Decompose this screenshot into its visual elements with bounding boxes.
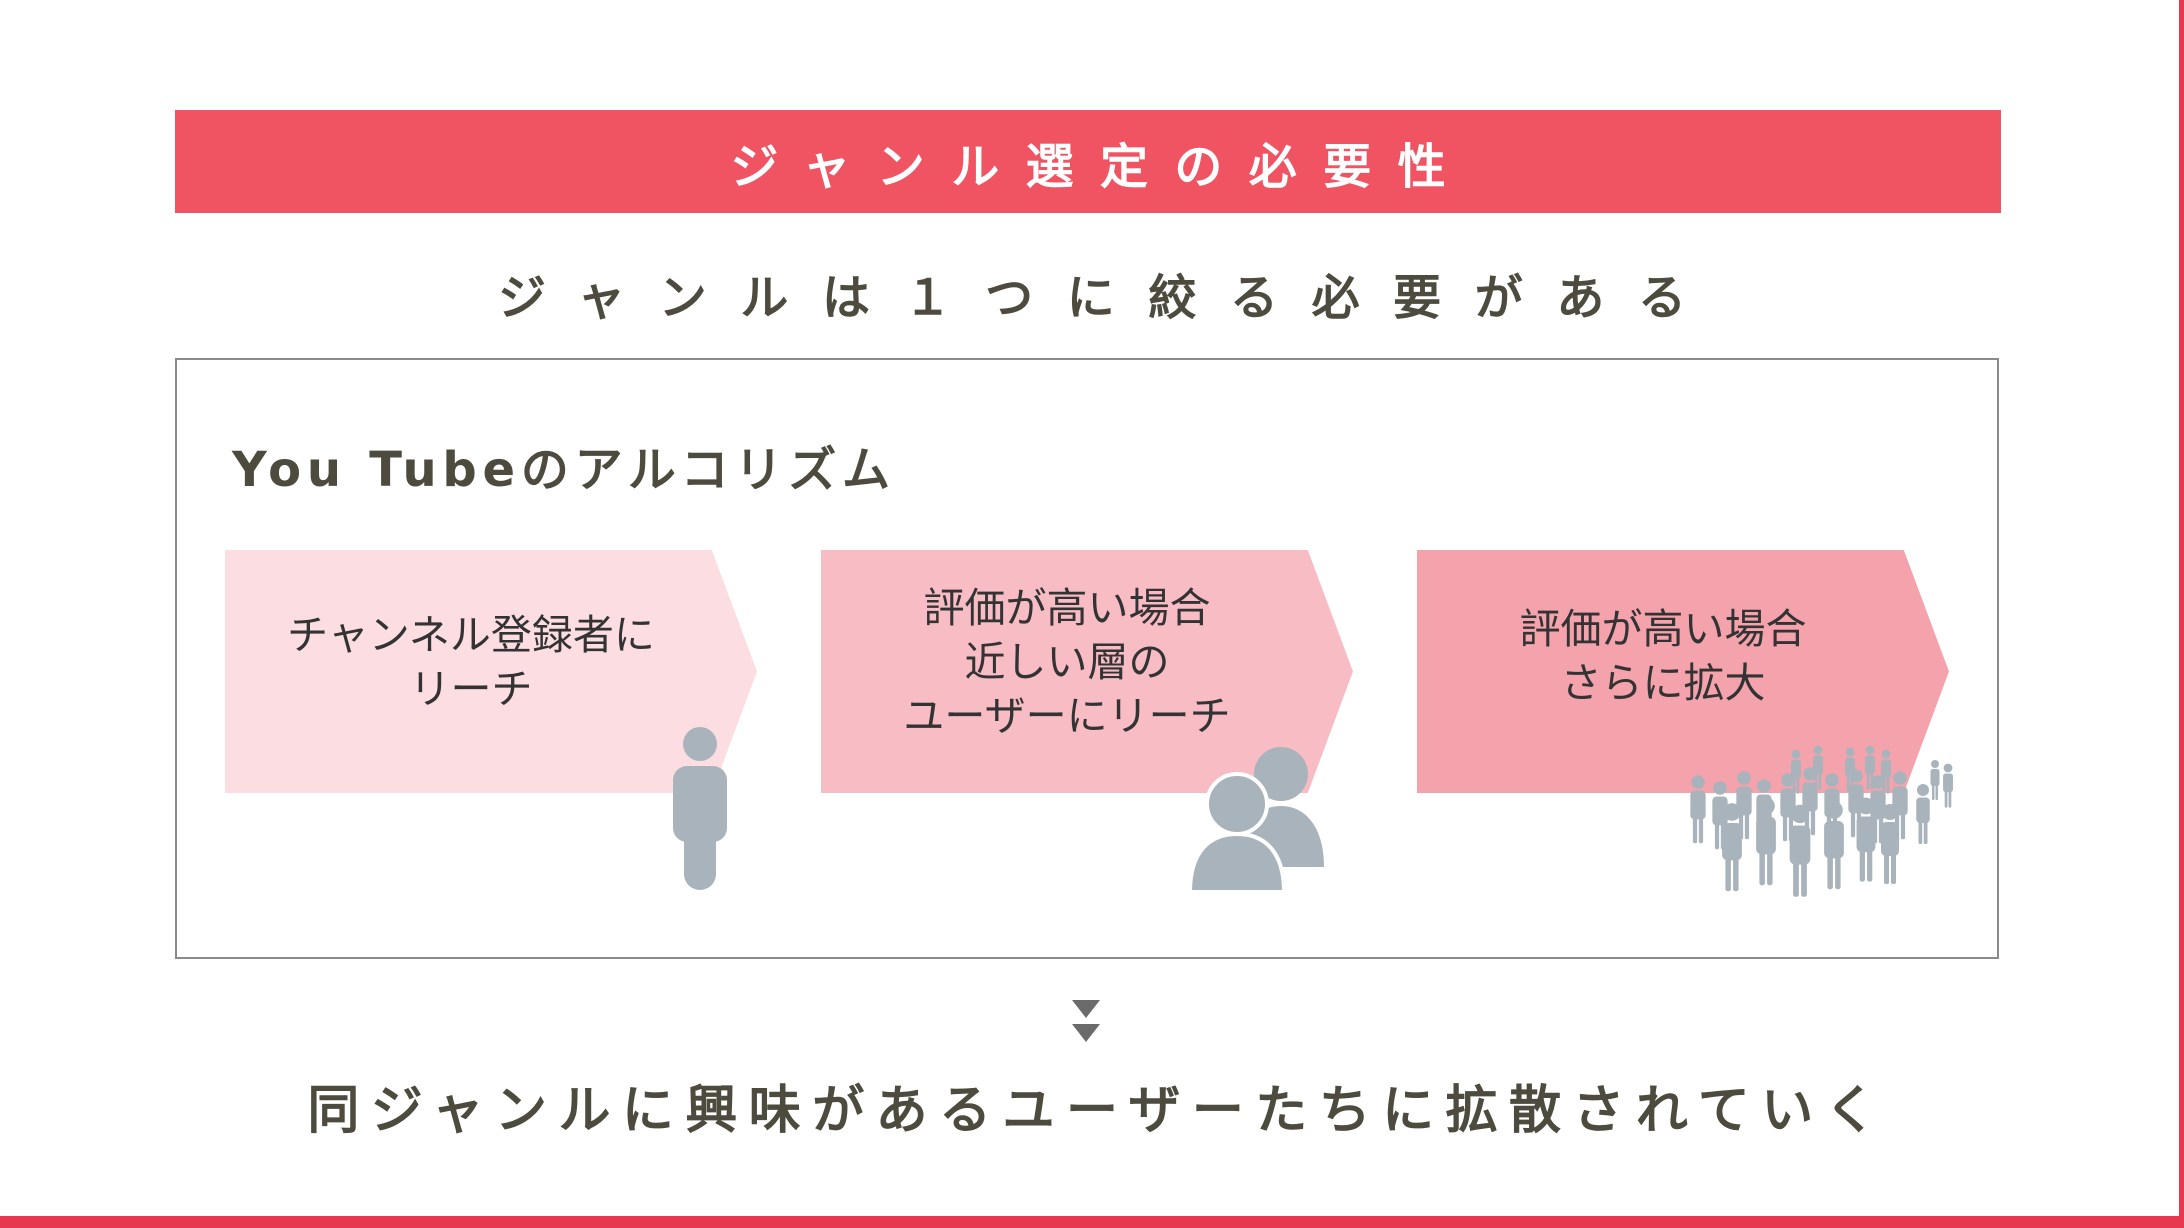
slide-subtitle: ジャンルは１つに絞る必要がある bbox=[497, 270, 1720, 326]
frame-border-bottom bbox=[0, 1216, 2184, 1228]
step-2-line-2: 近しい層の bbox=[964, 637, 1170, 686]
step-1-line-1: チャンネル登録者に bbox=[287, 610, 655, 659]
step-2-line-3: ユーザーにリーチ bbox=[903, 691, 1231, 740]
single-person-icon bbox=[673, 727, 727, 890]
conclusion-text: 同ジャンルに興味があるユーザーたちに拡散されていく bbox=[307, 1081, 1889, 1141]
step-3-line-2: さらに拡大 bbox=[1560, 658, 1766, 707]
frame-border-right bbox=[2179, 0, 2184, 1228]
step-arrow-2: 評価が高い場合 近しい層の ユーザーにリーチ bbox=[821, 550, 1353, 793]
step-arrow-1: チャンネル登録者に リーチ bbox=[225, 550, 757, 793]
step-3-line-1: 評価が高い場合 bbox=[1519, 604, 1807, 653]
algorithm-box bbox=[175, 358, 1999, 959]
crowd-icon bbox=[1690, 745, 1953, 897]
step-2-line-1: 評価が高い場合 bbox=[923, 583, 1211, 632]
two-people-icon bbox=[1188, 747, 1324, 894]
step-arrow-3: 評価が高い場合 さらに拡大 bbox=[1417, 550, 1949, 793]
slide-title: ジャンル選定の必要性 bbox=[730, 138, 1472, 195]
step-1-line-2: リーチ bbox=[409, 664, 533, 713]
step-3-text: 評価が高い場合 さらに拡大 bbox=[1520, 602, 1807, 710]
title-banner: ジャンル選定の必要性 bbox=[175, 110, 2001, 213]
down-arrow-icon-2 bbox=[1072, 1024, 1100, 1042]
down-arrow-icon-1 bbox=[1072, 1000, 1100, 1018]
step-1-text: チャンネル登録者に リーチ bbox=[287, 608, 655, 716]
algorithm-title: You Tubeのアルコリズム bbox=[232, 442, 896, 498]
step-2-text: 評価が高い場合 近しい層の ユーザーにリーチ bbox=[903, 581, 1230, 743]
